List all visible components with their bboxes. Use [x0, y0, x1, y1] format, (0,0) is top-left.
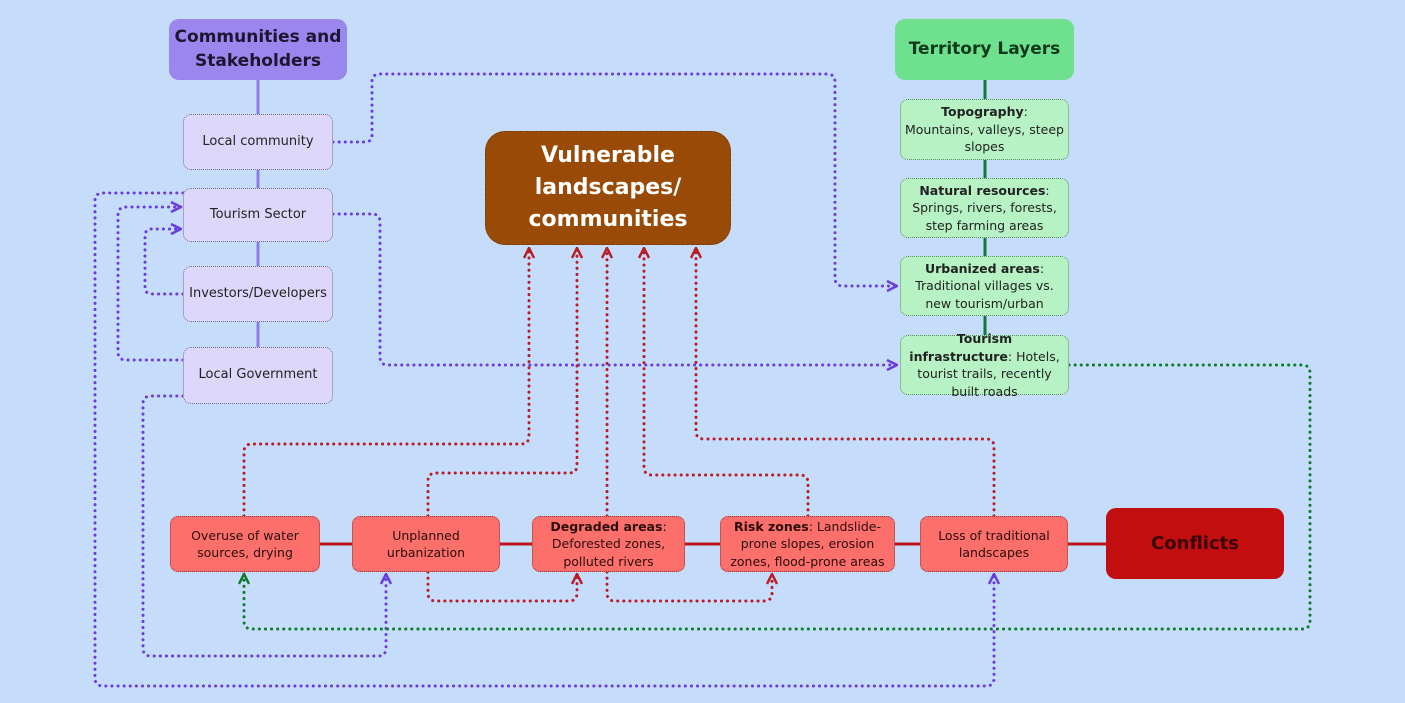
- vulnerable-header-label: Vulnerable landscapes/ communities: [528, 143, 688, 232]
- layer-natural-resources: Natural resources: Springs, rivers, fore…: [900, 178, 1069, 238]
- layer-text: : Traditional villages vs. new tourism/u…: [915, 260, 1054, 311]
- vulnerable-header: Vulnerable landscapes/ communities: [485, 131, 731, 245]
- stakeholder-label: Investors/Developers: [189, 285, 327, 301]
- stakeholder-label: Local community: [202, 133, 314, 149]
- conflict-text: : Deforested zones, polluted rivers: [551, 518, 667, 569]
- conflict-text: Overuse of water sources, drying: [191, 527, 299, 561]
- link-government-to-tourism: [116, 207, 185, 362]
- conflict-loss-traditional-landscapes: Loss of traditional landscapes: [920, 516, 1068, 572]
- conflict-text: Loss of traditional landscapes: [938, 527, 1050, 561]
- conflict-water-overuse: Overuse of water sources, drying: [170, 516, 320, 572]
- conflicts-header: Conflicts: [1106, 508, 1284, 579]
- layer-text: : Springs, rivers, forests, step farming…: [912, 182, 1057, 233]
- link-risk-to-vulnerable: [644, 246, 810, 518]
- conflict-text: Unplanned urbanization: [386, 527, 466, 561]
- stakeholder-local-government: Local Government: [183, 347, 333, 404]
- stakeholder-local-community: Local community: [183, 114, 333, 170]
- conflict-title: Degraded areas: [550, 518, 663, 534]
- layer-title: Tourism infrastructure: [909, 331, 1013, 364]
- layer-title: Natural resources: [919, 182, 1046, 198]
- communities-header-label: Communities and Stakeholders: [174, 26, 342, 71]
- link-investors-to-tourism: [143, 229, 185, 296]
- conflict-text: : Landslide-prone slopes, erosion zones,…: [730, 518, 885, 569]
- layer-tourism-infrastructure: Tourism infrastructure: Hotels, tourist …: [900, 331, 1069, 399]
- link-degraded-to-risk: [605, 570, 772, 603]
- stakeholder-label: Local Government: [198, 367, 318, 383]
- layer-title: Urbanized areas: [924, 260, 1040, 276]
- stakeholder-investors-developers: Investors/Developers: [183, 266, 333, 322]
- layer-text: : Hotels, tourist trails, recently built…: [917, 348, 1060, 399]
- stakeholder-tourism-sector: Tourism Sector: [183, 188, 333, 242]
- link-urbanization-to-degraded: [426, 570, 577, 603]
- layer-topography: Topography: Mountains, valleys, steep sl…: [900, 99, 1069, 160]
- conflict-degraded-areas: Degraded areas: Deforested zones, pollut…: [532, 516, 685, 572]
- territory-header-label: Territory Layers: [908, 38, 1061, 59]
- conflict-title: Risk zones: [734, 518, 809, 534]
- communities-header: Communities and Stakeholders: [169, 19, 347, 80]
- stakeholder-label: Tourism Sector: [209, 206, 307, 222]
- conflicts-header-label: Conflicts: [1151, 532, 1239, 554]
- territory-header: Territory Layers: [895, 19, 1074, 80]
- link-infrastructure-to-water: [244, 363, 1312, 631]
- layer-urbanized-areas: Urbanized areas: Traditional villages vs…: [900, 256, 1069, 316]
- layer-title: Topography: [941, 104, 1024, 120]
- conflict-risk-zones: Risk zones: Landslide-prone slopes, eros…: [720, 516, 895, 572]
- conflict-unplanned-urbanization: Unplanned urbanization: [352, 516, 500, 572]
- layer-text: : Mountains, valleys, steep slopes: [905, 104, 1064, 155]
- link-urbanization-to-vulnerable: [426, 246, 577, 518]
